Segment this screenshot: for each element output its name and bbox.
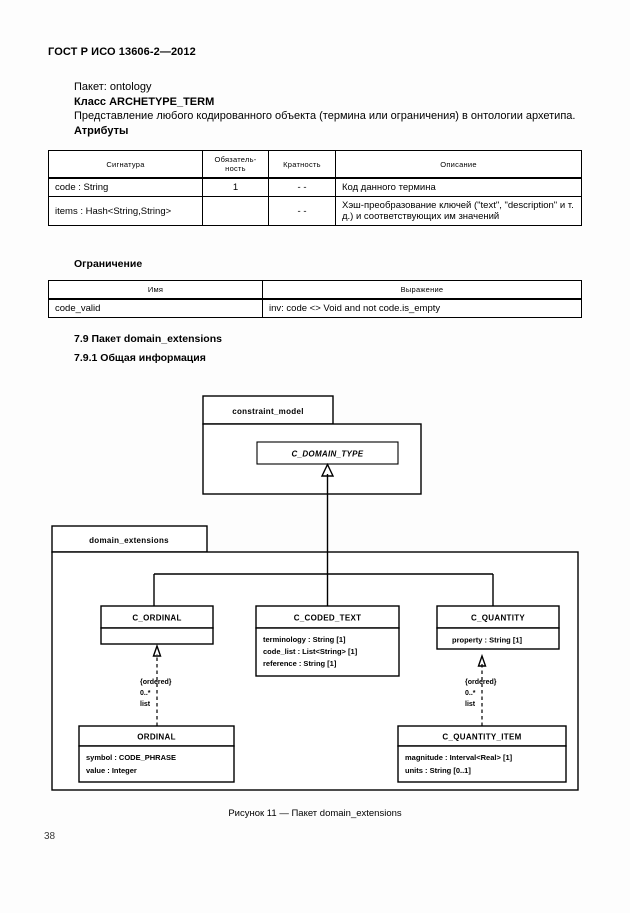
- class-name-c-ordinal: C_ORDINAL: [132, 614, 181, 623]
- section-heading-7-9-1: 7.9.1 Общая информация: [74, 352, 206, 364]
- package-tab-constraint-model: [202, 395, 334, 425]
- table-header-row: Сигнатура Обязатель-ность Кратность Опис…: [48, 150, 582, 179]
- table-row: code : String 1 - - Код данного термина: [48, 177, 582, 197]
- class-name-c-domain-type: C_DOMAIN_TYPE: [292, 450, 364, 459]
- cell-multiplicity: - -: [268, 177, 336, 197]
- association-role-list: list: [465, 701, 476, 708]
- table-row: code_valid inv: code <> Void and not cod…: [48, 298, 582, 318]
- association-constraint-ordered: {ordered}: [140, 679, 172, 686]
- class-name-c-coded-text: C_CODED_TEXT: [294, 614, 362, 623]
- section-heading-7-9: 7.9 Пакет domain_extensions: [74, 333, 222, 345]
- package-label-constraint-model: constraint_model: [232, 407, 303, 416]
- attribute-value: value : Integer: [86, 766, 137, 775]
- association-constraint-ordered: {ordered}: [465, 679, 497, 686]
- attribute-magnitude: magnitude : Interval<Real> [1]: [405, 753, 513, 762]
- class-c-coded-text: C_CODED_TEXT terminology : String [1] co…: [255, 605, 400, 677]
- cell-signature: items : Hash<String,String>: [48, 196, 203, 226]
- page-number: 38: [44, 831, 56, 842]
- class-attributes-c-ordinal: [100, 627, 214, 645]
- generalization-connector: [320, 462, 335, 548]
- class-c-domain-type: C_DOMAIN_TYPE: [256, 441, 399, 465]
- class-description: Представление любого кодированного объек…: [74, 110, 576, 122]
- association-quantity-item-to-c-quantity: {ordered} 0..* list: [465, 653, 497, 726]
- column-header-expression: Выражение: [262, 280, 582, 300]
- attribute-property: property : String [1]: [452, 636, 523, 645]
- cell-mandatory: [202, 196, 269, 226]
- attributes-label: Атрибуты: [74, 124, 129, 137]
- class-ordinal: ORDINAL symbol : CODE_PHRASE value : Int…: [78, 725, 235, 783]
- inheritance-fork: [153, 548, 494, 606]
- package-constraint-model: constraint_model C_DOMAIN_TYPE: [202, 395, 422, 495]
- class-name-ordinal: ORDINAL: [137, 733, 176, 742]
- table-header-row: Имя Выражение: [48, 280, 582, 300]
- attribute-units: units : String [0..1]: [405, 766, 471, 775]
- class-name-c-quantity-item: C_QUANTITY_ITEM: [442, 733, 521, 742]
- attribute-terminology: terminology : String [1]: [263, 635, 346, 644]
- package-line: Пакет: ontology: [74, 81, 152, 93]
- column-header-description: Описание: [335, 150, 582, 179]
- class-attributes-c-quantity-item: [397, 745, 567, 783]
- constraint-table: Имя Выражение code_valid inv: code <> Vo…: [48, 280, 582, 318]
- attribute-code-list: code_list : List<String> [1]: [263, 647, 358, 656]
- class-attributes-c-quantity: [436, 627, 560, 650]
- cell-signature: code : String: [48, 177, 203, 197]
- cell-constraint-expression: inv: code <> Void and not code.is_empty: [262, 298, 582, 318]
- document-header: ГОСТ Р ИСО 13606-2—2012: [48, 46, 196, 58]
- uml-class-diagram: constraint_model C_DOMAIN_TYPE domain_ex…: [48, 392, 582, 800]
- class-name-c-quantity: C_QUANTITY: [471, 614, 525, 623]
- attribute-reference: reference : String [1]: [263, 659, 337, 668]
- class-attributes-ordinal: [78, 745, 235, 783]
- column-header-name: Имя: [48, 280, 263, 300]
- cell-constraint-name: code_valid: [48, 298, 263, 318]
- figure-caption: Рисунок 11 — Пакет domain_extensions: [228, 808, 402, 819]
- class-line: Класс ARCHETYPE_TERM: [74, 95, 215, 108]
- package-tab-domain-extensions: [51, 525, 208, 553]
- class-c-quantity: C_QUANTITY property : String [1]: [436, 605, 560, 650]
- attribute-symbol: symbol : CODE_PHRASE: [86, 753, 176, 762]
- attributes-table: Сигнатура Обязатель-ность Кратность Опис…: [48, 150, 582, 226]
- cell-mandatory: 1: [202, 177, 269, 197]
- table-row: items : Hash<String,String> - - Хэш-прео…: [48, 196, 582, 226]
- class-c-quantity-item: C_QUANTITY_ITEM magnitude : Interval<Rea…: [397, 725, 567, 783]
- class-attributes-c-coded-text: [255, 627, 400, 677]
- association-ordinal-to-c-ordinal: {ordered} 0..* list: [140, 643, 172, 726]
- association-multiplicity: 0..*: [140, 690, 151, 697]
- column-header-signature: Сигнатура: [48, 150, 203, 179]
- column-header-mandatory: Обязатель-ность: [202, 150, 269, 179]
- association-multiplicity: 0..*: [465, 690, 476, 697]
- package-label-domain-extensions: domain_extensions: [89, 536, 169, 545]
- constraint-caption: Ограничение: [74, 258, 143, 270]
- cell-multiplicity: - -: [268, 196, 336, 226]
- cell-description: Код данного термина: [335, 177, 582, 197]
- column-header-multiplicity: Кратность: [268, 150, 336, 179]
- intro-block: Пакет: ontology Класс ARCHETYPE_TERM Пре…: [74, 80, 584, 138]
- class-c-ordinal: C_ORDINAL: [100, 605, 214, 645]
- association-role-list: list: [140, 701, 151, 708]
- cell-description: Хэш-преобразование ключей ("text", "desc…: [335, 196, 582, 226]
